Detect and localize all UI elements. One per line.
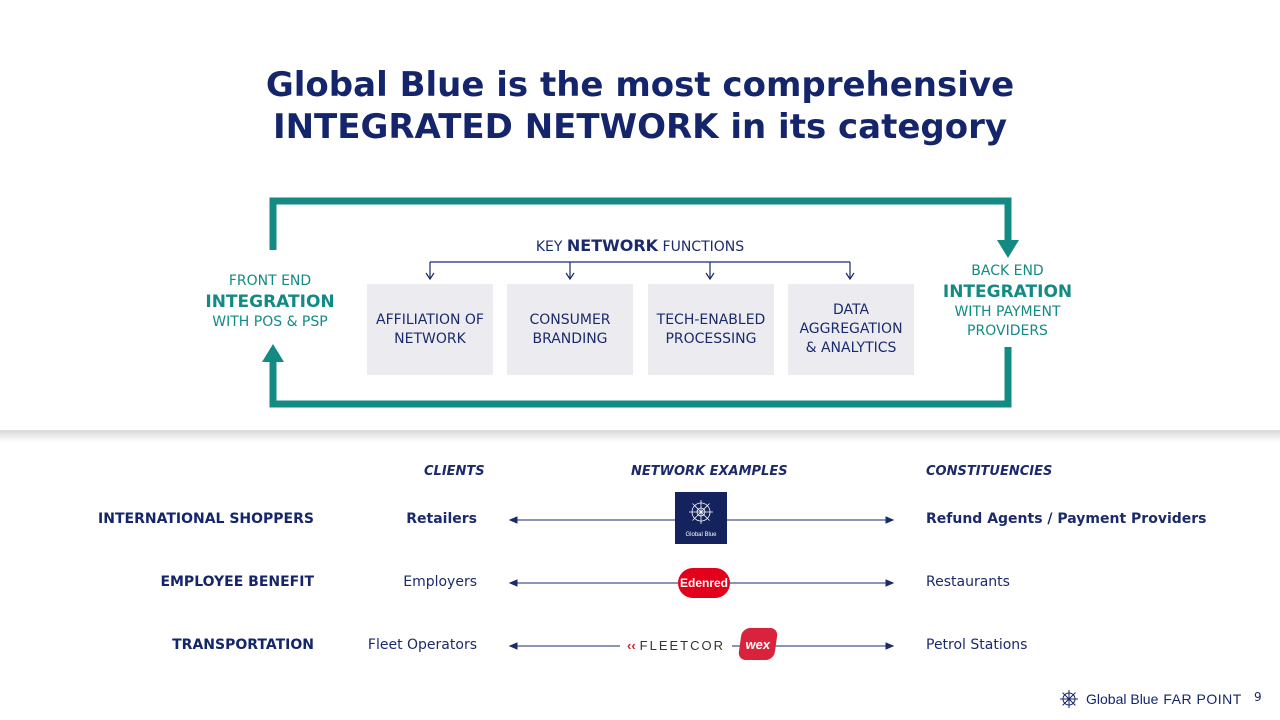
page-title: Global Blue is the most comprehensive IN… [0, 64, 1280, 148]
row-label-international-shoppers: INTERNATIONAL SHOPPERS [98, 511, 314, 527]
client-fleet-operators: Fleet Operators [367, 637, 477, 653]
fleetcor-mark-icon: ‹‹ [626, 637, 636, 653]
constituency-refund-agents: Refund Agents / Payment Providers [926, 511, 1207, 527]
key-network-functions-heading: KEY NETWORK FUNCTIONS [495, 236, 785, 255]
row-label-employee-benefit: EMPLOYEE BENEFIT [160, 574, 314, 590]
loop-top-path [269, 197, 1012, 250]
global-blue-star-icon [689, 500, 713, 524]
back-end-line-3: WITH PAYMENT [954, 304, 1061, 320]
function-box-label: TECH-ENABLED PROCESSING [656, 311, 766, 347]
client-retailers: Retailers [406, 511, 477, 527]
global-blue-logo: Global Blue [675, 492, 727, 544]
wex-logo: wex [737, 628, 779, 660]
function-box-label: AFFILIATION OF NETWORK [376, 311, 484, 347]
front-end-line-3: WITH POS & PSP [212, 314, 328, 330]
function-box-label: DATA AGGREGATION & ANALYTICS [799, 302, 903, 356]
function-box-affiliation: AFFILIATION OF NETWORK [367, 284, 493, 375]
kf-bold: NETWORK [566, 236, 659, 255]
function-box-branding: CONSUMER BRANDING [507, 284, 633, 375]
column-header-constituencies: CONSTITUENCIES [926, 464, 1053, 479]
key-functions-bracket [425, 261, 855, 281]
column-header-network-examples: NETWORK EXAMPLES [631, 464, 788, 479]
back-end-line-1: BACK END [971, 263, 1044, 279]
front-end-line-2: INTEGRATION [205, 292, 335, 312]
loop-bottom-path [269, 347, 1012, 408]
global-blue-star-icon [1060, 690, 1078, 708]
integration-loop-diagram [262, 197, 1019, 408]
back-end-line-2: INTEGRATION [942, 282, 1073, 302]
section-divider [0, 430, 1280, 442]
title-line-1: Global Blue is the most comprehensive [265, 65, 1015, 105]
function-box-data: DATA AGGREGATION & ANALYTICS [788, 284, 914, 375]
edenred-logo: Edenred [678, 568, 730, 598]
page-number: 9 [1254, 690, 1262, 704]
back-end-integration: BACK END INTEGRATION WITH PAYMENT PROVID… [935, 262, 1080, 341]
back-end-arrowhead [997, 240, 1019, 258]
fleetcor-logo: ‹‹ FLEETCOR [620, 636, 732, 654]
front-end-line-1: FRONT END [228, 273, 312, 289]
global-blue-logo-text: Global Blue [685, 532, 717, 538]
footer-brand-logo: Global Blue FAR POINT [1058, 688, 1242, 710]
constituency-petrol-stations: Petrol Stations [926, 637, 1028, 653]
kf-suffix: FUNCTIONS [662, 239, 745, 255]
title-line-2: INTEGRATED NETWORK in its category [272, 107, 1008, 147]
front-end-integration: FRONT END INTEGRATION WITH POS & PSP [200, 272, 340, 332]
footer-brand-name: Global Blue [1086, 691, 1159, 707]
footer-product-name: FAR POINT [1163, 691, 1242, 707]
function-box-processing: TECH-ENABLED PROCESSING [648, 284, 774, 375]
function-box-label: CONSUMER BRANDING [529, 311, 611, 347]
back-end-line-4: PROVIDERS [967, 323, 1048, 339]
kf-prefix: KEY [535, 239, 563, 255]
row-label-transportation: TRANSPORTATION [172, 637, 314, 653]
column-header-clients: CLIENTS [424, 464, 485, 479]
front-end-arrowhead [262, 344, 284, 362]
fleetcor-logo-text: FLEETCOR [639, 637, 725, 653]
client-employers: Employers [403, 574, 477, 590]
constituency-restaurants: Restaurants [926, 574, 1010, 590]
